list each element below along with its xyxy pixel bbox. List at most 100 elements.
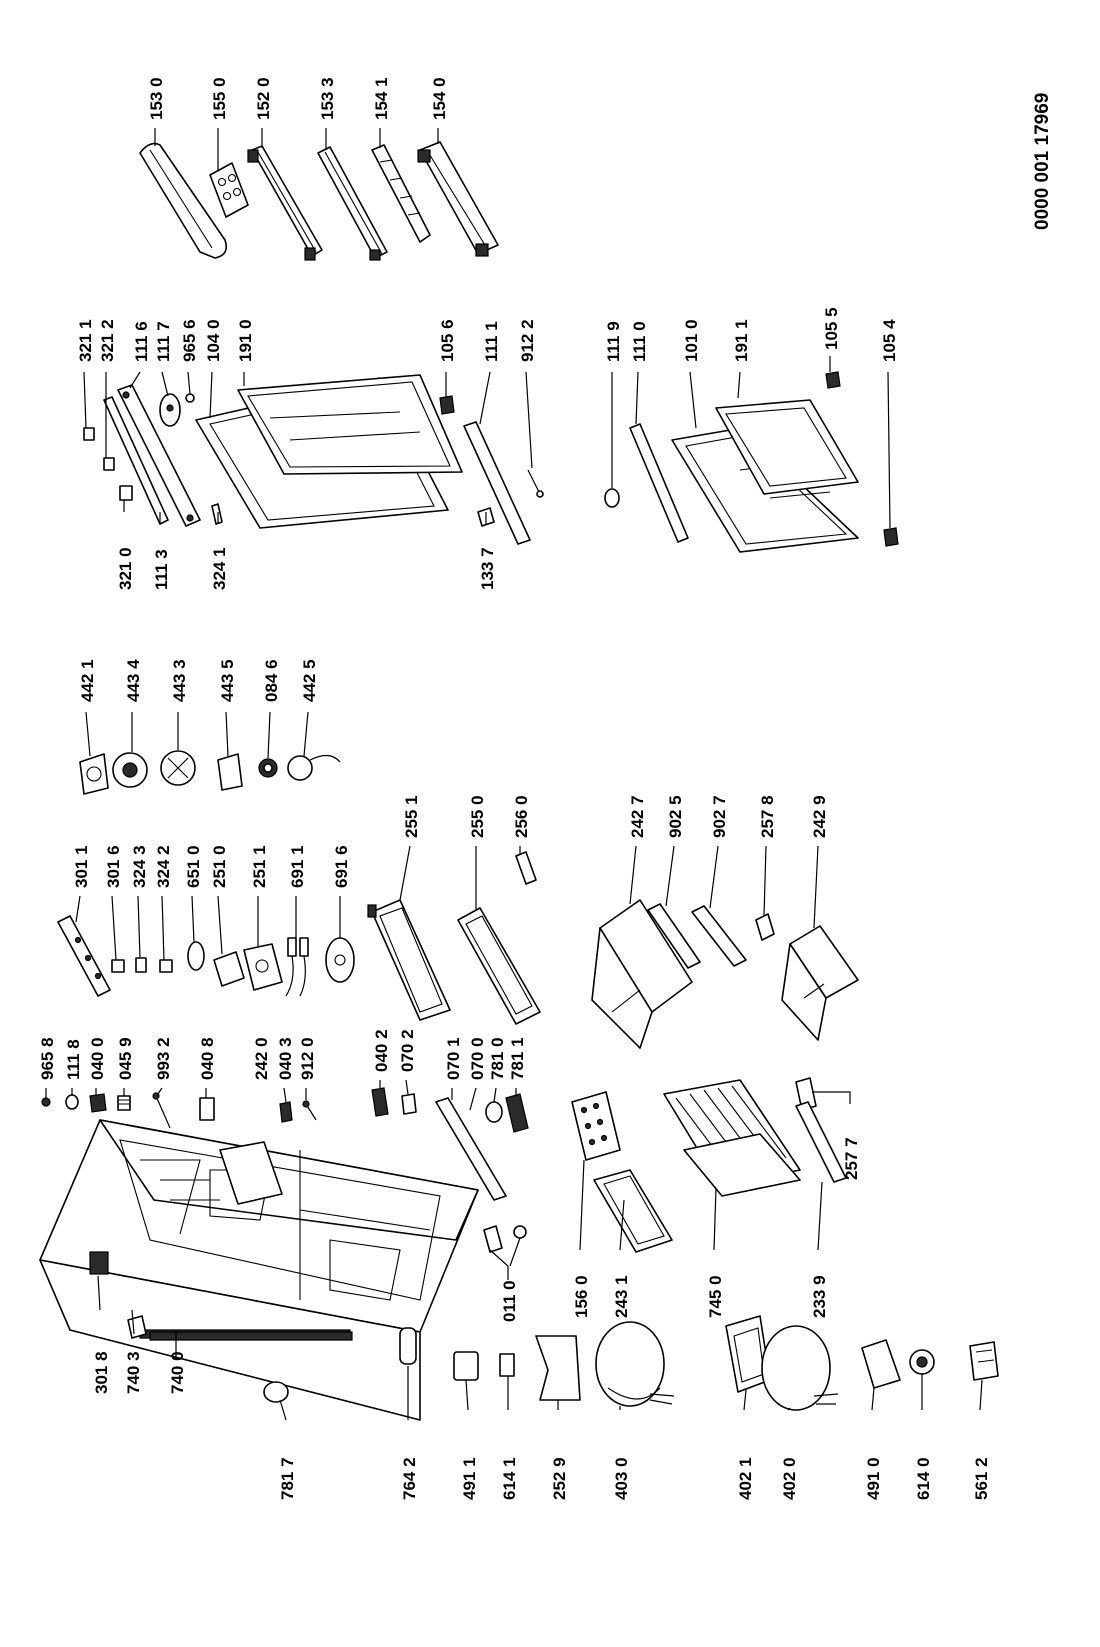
part-070-0-plinth[interactable]: [435, 1097, 507, 1201]
crisper-group: 242 7 902 5 902 7 257 8 242 9 257 7: [591, 795, 861, 1180]
part-251-1-light-housing[interactable]: [243, 943, 283, 991]
part-045-9-spring[interactable]: [117, 1095, 131, 1111]
label-491-0: 491 0: [864, 1457, 883, 1500]
part-153-0-shelf-cover[interactable]: [139, 142, 228, 259]
part-301-8-socket[interactable]: [89, 1251, 109, 1275]
part-154-0-bottle-shelf[interactable]: [417, 141, 499, 257]
part-256-0-shelf-trim[interactable]: [515, 851, 537, 885]
label-252-9: 252 9: [550, 1457, 569, 1500]
part-614-0-starter[interactable]: [909, 1349, 935, 1375]
part-442-1-fan-housing[interactable]: [79, 753, 109, 795]
part-111-3-door-trim[interactable]: [103, 396, 169, 525]
part-324-1-clip[interactable]: [211, 503, 223, 525]
part-070-2-foot[interactable]: [401, 1093, 417, 1115]
part-614-1-overload[interactable]: [499, 1353, 515, 1377]
part-242-7-crisper-drawer[interactable]: [591, 899, 693, 1049]
part-040-3-hinge[interactable]: [279, 1101, 293, 1123]
label-965-6: 965 6: [180, 319, 199, 362]
part-105-4-hinge[interactable]: [883, 527, 899, 547]
part-443-4-fan-motor[interactable]: [112, 752, 148, 788]
part-745-0-wire-shelf[interactable]: [663, 1079, 801, 1197]
part-651-0-lamp[interactable]: [187, 941, 205, 971]
part-321-1-hinge-cap[interactable]: [83, 427, 95, 441]
part-257-8-drawer-clip[interactable]: [755, 913, 775, 941]
part-491-0-terminal-cover[interactable]: [861, 1339, 901, 1389]
part-040-8-hinge-cover[interactable]: [199, 1097, 215, 1121]
part-764-2-filter-drier[interactable]: [399, 1327, 417, 1365]
label-442-1: 442 1: [78, 659, 97, 702]
label-242-7: 242 7: [628, 795, 647, 838]
label-301-6: 301 6: [104, 845, 123, 888]
part-902-5-crisper-cover-front[interactable]: [647, 903, 701, 969]
part-105-5-hinge[interactable]: [825, 371, 841, 389]
part-191-0-door-gasket[interactable]: [237, 374, 463, 475]
part-105-6-hinge[interactable]: [439, 395, 455, 415]
part-301-1-control-panel[interactable]: [57, 915, 111, 997]
part-402-0-compressor[interactable]: [761, 1325, 839, 1411]
part-084-6-bushing[interactable]: [258, 758, 278, 778]
label-781-1: 781 1: [508, 1037, 527, 1080]
part-321-0-hinge-cap[interactable]: [119, 485, 133, 501]
part-152-0-door-shelf[interactable]: [247, 145, 323, 261]
part-443-5-fan-blade[interactable]: [217, 753, 243, 791]
label-104-0: 104 0: [204, 319, 223, 362]
part-912-2-screw[interactable]: [527, 469, 544, 498]
part-561-2-connector[interactable]: [969, 1341, 999, 1381]
part-111-8-cap[interactable]: [65, 1094, 79, 1110]
part-242-0-butter-box[interactable]: [219, 1141, 283, 1205]
label-040-3: 040 3: [276, 1037, 295, 1080]
part-324-3-clip[interactable]: [135, 957, 147, 973]
label-965-8: 965 8: [38, 1037, 57, 1080]
label-233-9: 233 9: [810, 1275, 829, 1318]
part-691-1-cable[interactable]: [285, 937, 309, 997]
part-257-7-drawer-runner[interactable]: [795, 1077, 817, 1111]
part-156-0-egg-rack[interactable]: [571, 1091, 621, 1161]
label-912-0: 912 0: [298, 1037, 317, 1080]
label-443-5: 443 5: [218, 659, 237, 702]
label-614-0: 614 0: [914, 1457, 933, 1500]
part-252-9-bracket[interactable]: [535, 1335, 581, 1401]
part-153-3-door-shelf[interactable]: [317, 146, 388, 261]
part-781-0-nut[interactable]: [485, 1101, 503, 1123]
part-111-9-cap[interactable]: [604, 488, 620, 508]
part-040-0-hinge[interactable]: [89, 1093, 107, 1113]
part-781-7-clamp[interactable]: [263, 1381, 289, 1403]
part-993-2-wire[interactable]: [152, 1092, 171, 1129]
part-111-6-door-handle-strip[interactable]: [117, 384, 201, 527]
part-781-1-vent-grille[interactable]: [505, 1093, 529, 1133]
label-154-0: 154 0: [430, 77, 449, 120]
part-442-5-thermostat[interactable]: [287, 754, 341, 781]
part-111-1-door-rail[interactable]: [463, 421, 531, 545]
control-shelf-parts-group: 301 1 301 6 324 3 324 2 651 0 251 0 251 …: [57, 795, 541, 1025]
part-691-6-disc[interactable]: [325, 937, 355, 983]
part-255-0-glass-shelf[interactable]: [457, 907, 541, 1025]
part-402-1-compressor-base[interactable]: [725, 1315, 771, 1393]
part-011-0-foot[interactable]: [483, 1225, 527, 1253]
part-242-9-crisper-drawer[interactable]: [781, 925, 859, 1041]
label-040-0: 040 0: [88, 1037, 107, 1080]
part-301-6-knob[interactable]: [111, 959, 125, 973]
part-191-1-door-gasket[interactable]: [715, 399, 859, 495]
part-740-3-bracket[interactable]: [127, 1315, 147, 1339]
part-740-0-condenser[interactable]: [149, 1331, 353, 1341]
label-912-2: 912 2: [518, 319, 537, 362]
part-403-0-compressor[interactable]: [595, 1321, 675, 1407]
part-155-0-egg-tray[interactable]: [209, 162, 249, 218]
part-965-6-plug[interactable]: [185, 393, 195, 403]
part-255-1-glass-shelf[interactable]: [367, 899, 451, 1021]
part-243-1-freezer-tray[interactable]: [593, 1169, 673, 1253]
part-902-7-crisper-cover-front[interactable]: [691, 905, 747, 967]
part-912-0-screw[interactable]: [302, 1100, 317, 1121]
part-321-2-hinge-cap[interactable]: [103, 457, 115, 471]
part-111-7-badge[interactable]: [159, 393, 181, 427]
part-443-3-fan-cover[interactable]: [160, 750, 196, 786]
part-233-9-drawer-front[interactable]: [795, 1101, 847, 1183]
part-491-1-relay-cover[interactable]: [453, 1351, 479, 1381]
part-324-2-clip[interactable]: [159, 959, 173, 973]
part-111-0-door-rail[interactable]: [629, 423, 689, 543]
part-965-8-screw[interactable]: [41, 1097, 51, 1107]
part-251-0-lamp-cover[interactable]: [213, 951, 245, 987]
label-781-7: 781 7: [278, 1457, 297, 1500]
label-651-0: 651 0: [184, 845, 203, 888]
part-040-2-hinge[interactable]: [371, 1087, 389, 1117]
